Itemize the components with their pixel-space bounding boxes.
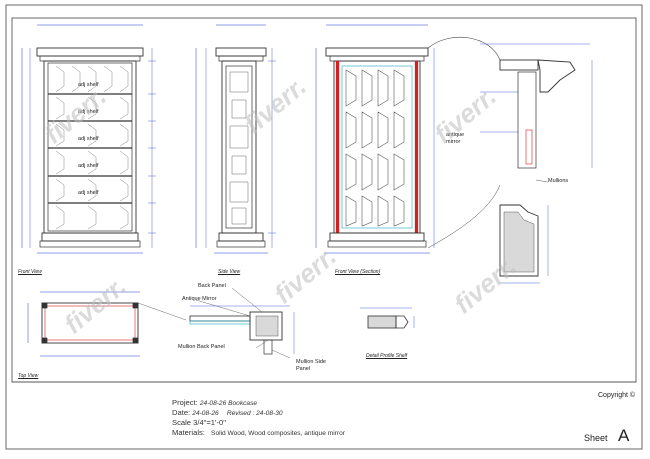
copyright-label: Copyright ©	[598, 392, 636, 399]
shelf-label: adj shelf	[78, 82, 99, 88]
shelf-label: adj shelf	[78, 163, 99, 169]
sheet-block: Sheet A	[584, 426, 629, 446]
side-view	[195, 24, 276, 254]
project-value: 24-08-26 Bookcase	[199, 400, 258, 407]
drawing-frame	[11, 17, 637, 383]
base-detail	[499, 204, 549, 284]
front-view-label: Front View	[18, 269, 42, 275]
crown-detail	[427, 36, 593, 249]
shelf-label: adj shelf	[78, 109, 99, 115]
revised-value: Revised : 24-08-30	[226, 410, 283, 417]
project-label: Project:	[172, 398, 198, 407]
project-line: Project: 24-08-26 Bookcase	[172, 398, 257, 407]
sheet-value: A	[617, 426, 630, 445]
scale-line: Scale 3/4"=1'-0"	[172, 418, 226, 427]
top-view	[27, 291, 187, 357]
front-view	[21, 24, 156, 254]
side-view-label: Side View	[218, 269, 241, 275]
shelf-profile-detail	[360, 307, 415, 329]
front-section-view-label: Front View (Section)	[335, 269, 381, 275]
sheet-border	[5, 4, 643, 450]
mullion-back-panel-callout: Mullion Back Panel	[178, 344, 225, 350]
detail-profile-shelf-label: Detail Profile Shelf	[366, 353, 408, 359]
sheet-label: Sheet	[584, 433, 608, 443]
mullion-section	[189, 287, 295, 359]
shelf-label: adj shelf	[78, 190, 99, 196]
materials-value: Solid Wood, Wood composites, antique mir…	[211, 430, 345, 437]
back-panel-callout: Back Panel	[198, 283, 226, 289]
mullion-side-panel-callout: Mullion Side Panel	[296, 359, 326, 372]
date-label: Date:	[172, 408, 191, 417]
front-section-view	[315, 24, 435, 254]
date-line: Date: 24-08-26 Revised : 24-08-30	[172, 408, 283, 417]
materials-label: Materials:	[172, 428, 205, 437]
antique-mirror-callout: antique mirror	[446, 132, 465, 145]
date-value: 24-08-26	[192, 410, 219, 417]
shelf-label: adj shelf	[78, 136, 99, 142]
materials-line: Materials: Solid Wood, Wood composites, …	[172, 428, 345, 437]
mullions-callout: Mullions	[548, 178, 569, 184]
top-view-label: Top View	[18, 373, 39, 379]
antique-mirror-top-callout: Antique Mirror	[182, 296, 217, 302]
